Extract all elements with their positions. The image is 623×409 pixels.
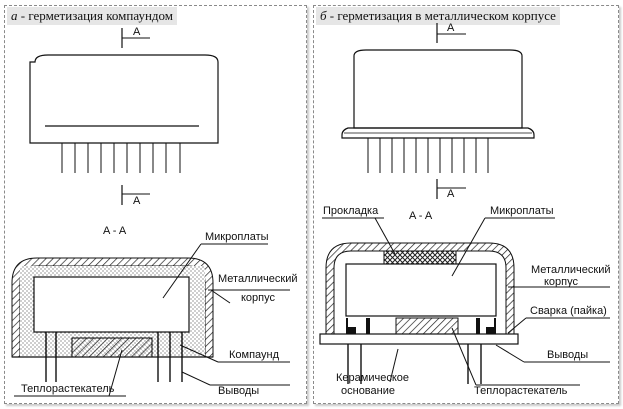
microboard-a: [33, 276, 190, 333]
panel-a-letter: а: [11, 8, 18, 23]
label-heat-spreader-a: Теплорастекатель: [21, 383, 115, 395]
label-ceramic-line2-b: основание: [341, 385, 395, 397]
label-leads-b: Выводы: [547, 349, 588, 361]
panel-a-caption: а - герметизация компаундом: [7, 7, 177, 25]
label-microboards-b: Микроплаты: [490, 205, 554, 217]
section-marker-top-b: A: [436, 22, 466, 43]
label-weld-b: Сварка (пайка): [530, 305, 607, 317]
leads-b: [347, 344, 482, 384]
label-heat-spreader-b: Теплорастекатель: [474, 385, 568, 397]
section-marker-bottom-a: A: [121, 185, 150, 207]
callouts-a: Микроплаты Металлический корпус Компаунд…: [14, 231, 298, 397]
label-ceramic-line1-b: Керамическое: [336, 372, 409, 384]
cross-section-b: [319, 242, 519, 384]
label-leads-a: Выводы: [218, 385, 259, 397]
label-gasket-b: Прокладка: [323, 205, 379, 217]
heat-spreader-a: [71, 337, 153, 358]
ceramic-base-b: [319, 333, 519, 345]
panel-a-drawing: A A A - A: [11, 26, 298, 397]
module-side-view-b: [341, 49, 535, 173]
module-pins-a: [61, 143, 181, 173]
section-title-b: A - A: [409, 210, 433, 222]
weld-left-b: [346, 318, 356, 334]
label-case-line2-a: корпус: [241, 292, 276, 304]
label-case-line2-b: корпус: [544, 276, 579, 288]
module-side-view-a: [29, 54, 219, 173]
panel-a-title: - герметизация компаундом: [17, 8, 173, 23]
weld-right-b: [486, 318, 496, 334]
section-title-a: A - A: [103, 225, 127, 237]
section-marker-top-a: A: [121, 26, 150, 48]
panel-b-drawing: A A A - A: [319, 22, 611, 397]
panel-b-title: - герметизация в металлическом корпусе: [326, 8, 556, 23]
label-case-line1-b: Металлический: [531, 264, 611, 276]
label-case-line1-a: Металлический: [218, 273, 298, 285]
section-bottom-label-b: A: [447, 188, 455, 200]
section-top-label-a: A: [133, 26, 141, 38]
leads-a: [45, 332, 183, 382]
module-pins-b: [367, 138, 489, 173]
heat-spreader-b: [395, 317, 459, 335]
label-microboards-a: Микроплаты: [205, 231, 269, 243]
section-top-label-b: A: [447, 22, 455, 34]
panel-b-letter: б: [320, 8, 327, 23]
cross-section-a: [11, 257, 214, 382]
section-marker-bottom-b: A: [436, 179, 466, 200]
section-bottom-label-a: A: [133, 195, 141, 207]
callouts-b: Прокладка Микроплаты Металлический корпу…: [322, 205, 611, 397]
label-compound-a: Компаунд: [229, 349, 280, 361]
panel-b-caption: б - герметизация в металлическом корпусе: [316, 7, 560, 25]
microboard-b: [345, 263, 497, 317]
